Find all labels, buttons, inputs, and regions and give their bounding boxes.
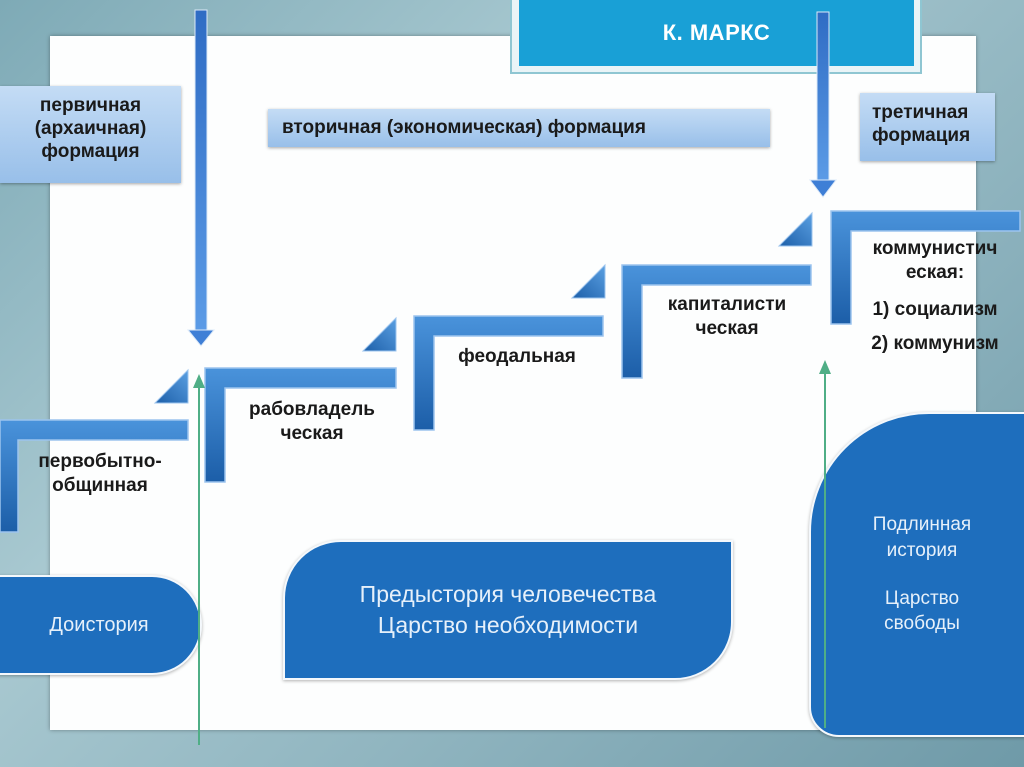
page-title: К. МАРКС xyxy=(519,0,914,66)
step-label-slave-line2: ческая xyxy=(280,422,344,444)
step-label-socialism: 1) социализм xyxy=(872,299,998,320)
step-label-communist: коммунистич еская: xyxy=(850,237,1020,285)
step-feudal xyxy=(413,315,604,431)
tertiary-formation-line2: формация xyxy=(872,125,971,147)
secondary-formation-box: вторичная (экономическая) формация xyxy=(268,109,770,147)
step-label-primitive-line1: первобытно- xyxy=(38,451,162,472)
primary-formation-box: первичная (архаичная) формация xyxy=(0,86,181,183)
era-true-history-line2: история xyxy=(886,539,958,561)
era-true-history: Подлинная история Царство свободы xyxy=(809,412,1024,737)
era-necessity-line1: Предыстория человечества xyxy=(359,580,657,607)
step-slave xyxy=(204,367,397,483)
step-primitive xyxy=(0,419,189,533)
step-label-capitalist-line2: ческая xyxy=(695,317,759,339)
down-arrow-left-icon xyxy=(186,9,216,347)
primary-formation-line3: формация xyxy=(41,141,140,163)
step-label-capitalist-line1: капиталисти xyxy=(667,294,787,315)
era-true-history-line1: Подлинная xyxy=(872,514,972,536)
era-freedom-line2: свободы xyxy=(884,613,960,635)
triangle-4 xyxy=(777,211,813,247)
step-communist xyxy=(830,210,1021,325)
step-label-communism: 2) коммунизм xyxy=(871,333,999,354)
step-label-communist-line2: еская: xyxy=(905,261,965,283)
step-label-communist-line1: коммунистич xyxy=(872,238,998,259)
era-prehistory-label: Доистория xyxy=(49,613,149,636)
down-arrow-right-icon xyxy=(808,11,838,198)
step-label-feudal: феодальная xyxy=(458,346,576,367)
triangle-1 xyxy=(153,368,189,404)
era-prehistory: Доистория xyxy=(0,575,202,675)
primary-formation-line2: (архаичная) xyxy=(34,118,147,140)
triangle-2 xyxy=(361,316,397,352)
primary-formation-line1: первичная xyxy=(39,95,142,116)
secondary-formation-label: вторичная (экономическая) формация xyxy=(282,117,646,139)
step-label-slave: рабовладель ческая xyxy=(232,398,392,446)
tertiary-formation-box: третичная формация xyxy=(860,93,995,161)
step-capitalist xyxy=(621,264,812,379)
era-freedom-line1: Царство xyxy=(884,587,960,609)
up-arrow-right-icon xyxy=(819,360,831,728)
era-necessity-line2: Царство необходимости xyxy=(377,612,639,638)
step-label-primitive-line2: общинная xyxy=(52,474,148,496)
step-label-primitive: первобытно- общинная xyxy=(10,450,190,498)
tertiary-formation-line1: третичная xyxy=(872,102,969,123)
up-arrow-left-icon xyxy=(193,374,205,745)
triangle-3 xyxy=(570,263,606,299)
step-label-capitalist: капиталисти ческая xyxy=(642,293,812,341)
step-label-slave-line1: рабовладель xyxy=(249,399,375,420)
era-necessity: Предыстория человечества Царство необход… xyxy=(283,540,733,680)
